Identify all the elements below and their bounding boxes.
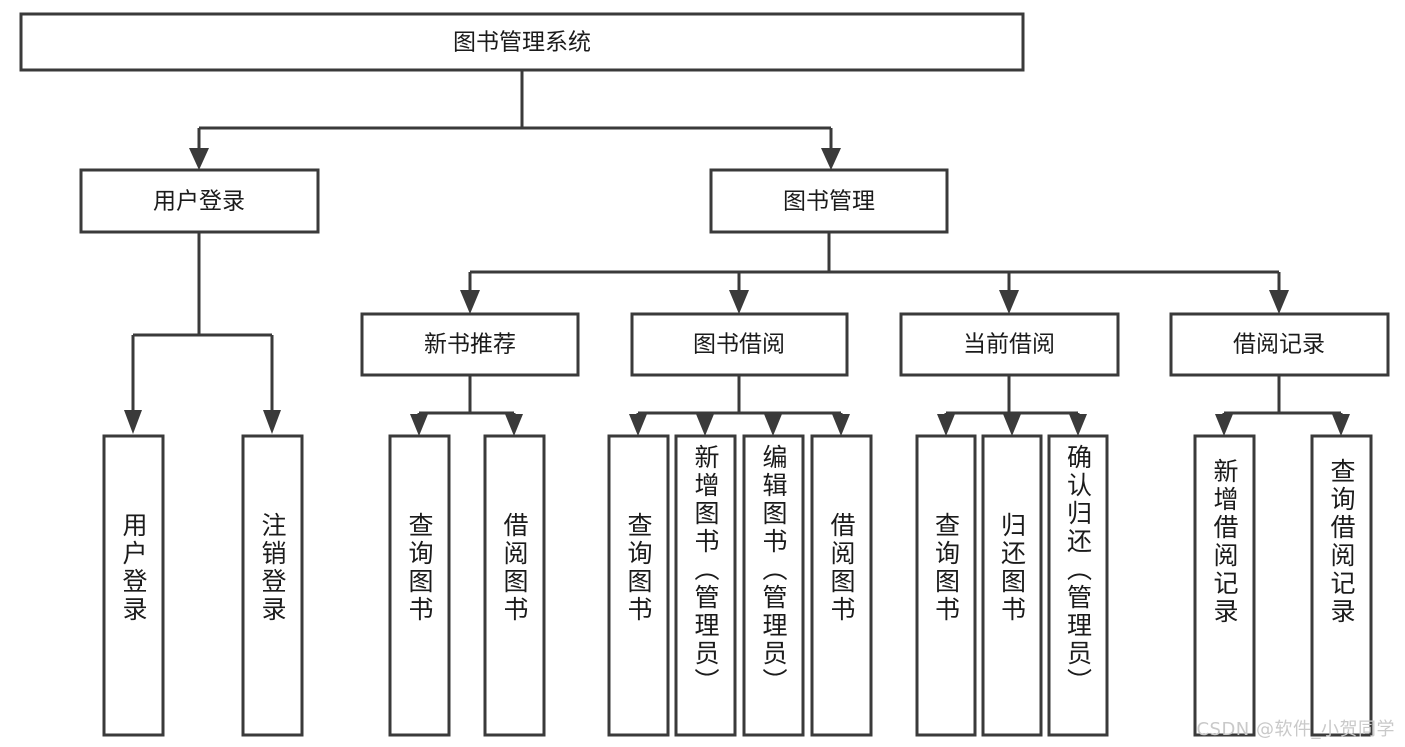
edges-layer	[124, 70, 1350, 436]
node-book-borrow-box[interactable]	[630, 312, 849, 377]
node-leaf-rec-borrow-book-box[interactable]	[483, 434, 546, 737]
arrow-bookmgmt-c4	[1269, 290, 1289, 314]
csdn-watermark: CSDN @软件_小贺同学	[1196, 719, 1395, 740]
arrow-login-c2	[263, 410, 281, 434]
node-leaf-borrow-query-book-box[interactable]	[607, 434, 670, 737]
arrow-borrow-c3	[764, 414, 782, 436]
node-root-box[interactable]	[19, 12, 1025, 72]
arrow-current-c3	[1069, 414, 1087, 436]
node-leaf-user-login-box[interactable]	[102, 434, 165, 737]
arrow-rec-c2	[505, 414, 523, 436]
arrow-root-to-bookmgmt	[821, 148, 841, 170]
node-leaf-borrow-edit-book-box[interactable]	[742, 434, 805, 737]
node-leaf-current-confirm-return-box[interactable]	[1047, 434, 1109, 737]
node-leaf-current-query-book-box[interactable]	[915, 434, 977, 737]
node-book-management-box[interactable]	[709, 168, 949, 234]
arrow-login-c1	[124, 410, 142, 434]
node-new-book-recommend-label: 新书推荐	[424, 332, 516, 358]
node-borrow-record-box[interactable]	[1169, 312, 1390, 377]
node-leaf-borrow-borrow-book-box[interactable]	[810, 434, 873, 737]
node-leaf-current-return-book-box[interactable]	[981, 434, 1043, 737]
arrow-bookmgmt-c1	[460, 290, 480, 314]
node-current-borrow-box[interactable]	[899, 312, 1120, 377]
arrow-bookmgmt-c2	[729, 290, 749, 314]
node-leaf-record-add-box[interactable]	[1193, 434, 1256, 737]
arrow-current-c1	[937, 414, 955, 436]
node-leaf-logout-box[interactable]	[241, 434, 304, 737]
node-borrow-record-label: 借阅记录	[1233, 332, 1325, 358]
node-leaf-borrow-add-book-box[interactable]	[674, 434, 737, 737]
arrow-borrow-c1	[629, 414, 647, 436]
node-user-login-label: 用户登录	[153, 189, 245, 215]
arrow-bookmgmt-c3	[999, 290, 1019, 314]
arrow-record-c2	[1332, 414, 1350, 436]
node-current-borrow-label: 当前借阅	[963, 332, 1055, 358]
node-new-book-recommend-box[interactable]	[360, 312, 580, 377]
node-book-borrow-label: 图书借阅	[693, 332, 785, 358]
node-root-label: 图书管理系统	[453, 30, 591, 56]
arrow-rec-c1	[410, 414, 428, 436]
arrow-current-c2	[1003, 414, 1021, 436]
nodes-layer: 图书管理系统 用户登录 图书管理 新书推荐 图书借阅 当前借阅 借阅记录	[19, 12, 1390, 737]
node-book-management-label: 图书管理	[783, 189, 875, 215]
arrow-root-to-login	[189, 148, 209, 170]
arrow-borrow-c4	[832, 414, 850, 436]
arrow-record-c1	[1215, 414, 1233, 436]
node-leaf-record-query-box[interactable]	[1310, 434, 1373, 737]
node-leaf-rec-query-book-box[interactable]	[388, 434, 451, 737]
node-user-login-box[interactable]	[79, 168, 320, 234]
arrow-borrow-c2	[696, 414, 714, 436]
